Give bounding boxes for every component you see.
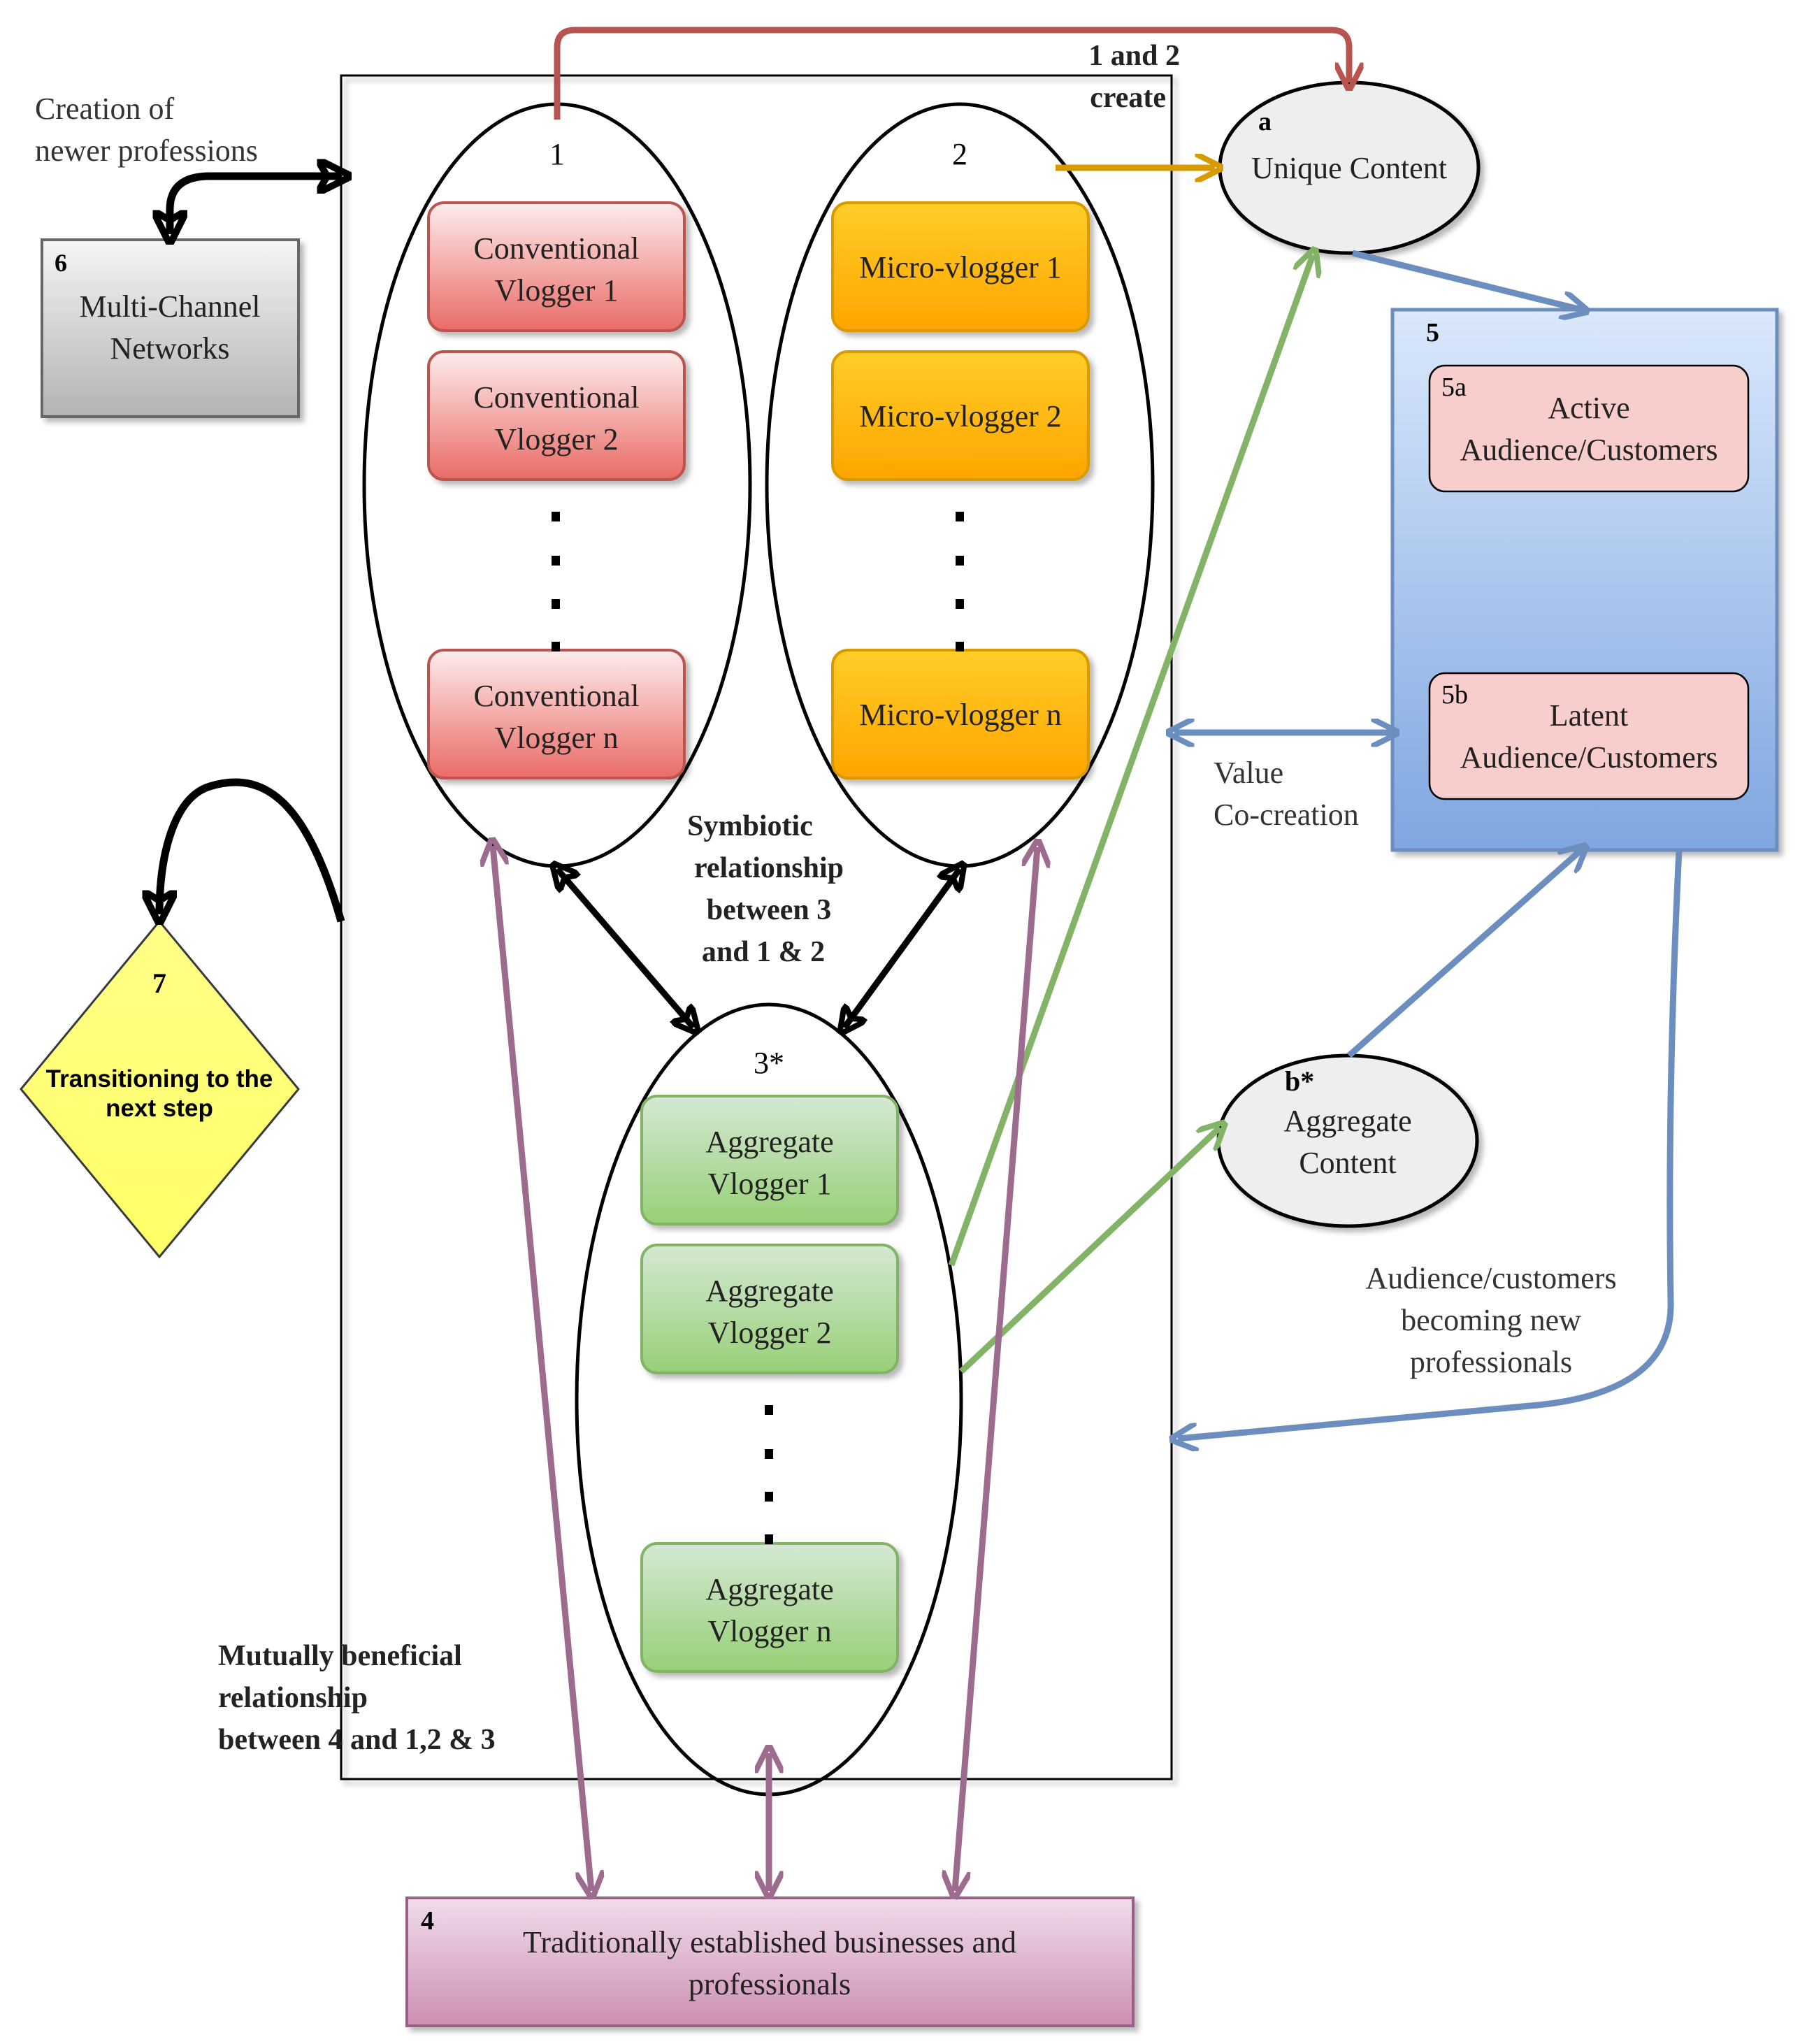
micro-ellipsis-dots bbox=[956, 512, 964, 652]
unique-content-label: Unique Content bbox=[1251, 151, 1447, 185]
transition-line1: Transitioning to the bbox=[46, 1065, 273, 1093]
mcn-box: 6 Multi-Channel Networks bbox=[41, 238, 300, 418]
aggregate-vlogger-2: Aggregate Vlogger 2 bbox=[640, 1244, 899, 1374]
value-label-line1: Value bbox=[1214, 756, 1283, 790]
latent-audience-number: 5b bbox=[1441, 680, 1468, 710]
blue-unique-to-audience-arrow bbox=[1351, 250, 1581, 310]
purple-right-arrow bbox=[955, 847, 1037, 1891]
group2-number: 2 bbox=[952, 137, 967, 171]
micro-vlogger-n-label: Micro-vlogger n bbox=[859, 698, 1062, 732]
mutual-label-line2: relationship bbox=[218, 1682, 368, 1714]
conventional-vlogger-n: Conventional Vlogger n bbox=[427, 649, 686, 779]
aggregate-vlogger-1: Aggregate Vlogger 1 bbox=[640, 1095, 899, 1225]
black-symbiotic-left-arrow bbox=[557, 869, 693, 1028]
latent-audience-box: 5b Latent Audience/Customers bbox=[1428, 672, 1750, 800]
micro-vlogger-n: Micro-vlogger n bbox=[831, 649, 1090, 779]
latent-audience-line1: Latent bbox=[1550, 698, 1628, 733]
transition-number: 7 bbox=[152, 967, 166, 999]
active-audience-number: 5a bbox=[1441, 373, 1467, 402]
micro-vlogger-2-label: Micro-vlogger 2 bbox=[859, 399, 1062, 433]
aggregate-vlogger-n-line2: Vlogger n bbox=[707, 1614, 831, 1648]
conventional-vlogger-1: Conventional Vlogger 1 bbox=[427, 201, 686, 332]
group1-number: 1 bbox=[549, 137, 565, 171]
black-transition-arrow bbox=[159, 778, 345, 921]
create-label-line2: create bbox=[1090, 82, 1166, 114]
aggregate-content-line2: Content bbox=[1299, 1146, 1396, 1180]
symbiotic-label-line1: Symbiotic bbox=[687, 810, 813, 842]
aggregate-vlogger-2-line1: Aggregate bbox=[705, 1274, 833, 1308]
blue-aggregate-to-audience-arrow bbox=[1347, 850, 1581, 1058]
traditional-line2: professionals bbox=[689, 1967, 851, 2001]
symbiotic-label-line4: and 1 & 2 bbox=[702, 936, 825, 968]
aggregate-content-node: b* Aggregate Content bbox=[1216, 1053, 1479, 1228]
unique-content-node: a Unique Content bbox=[1218, 80, 1481, 255]
aggregate-vlogger-n: Aggregate Vlogger n bbox=[640, 1542, 899, 1673]
traditional-line1: Traditionally established businesses and bbox=[523, 1925, 1016, 1959]
active-audience-box: 5a Active Audience/Customers bbox=[1428, 364, 1750, 493]
conventional-ellipsis-dots bbox=[552, 512, 560, 652]
transition-line2: next step bbox=[106, 1095, 213, 1122]
transition-diamond: 7 Transitioning to the next step bbox=[20, 919, 300, 1259]
value-label-line2: Co-creation bbox=[1214, 798, 1359, 832]
creation-label-line2: newer professions bbox=[35, 134, 258, 168]
becoming-label-line3: professionals bbox=[1410, 1345, 1572, 1379]
conventional-vlogger-2-line2: Vlogger 2 bbox=[494, 422, 618, 456]
mcn-line1: Multi-Channel bbox=[79, 289, 260, 324]
aggregate-ellipsis-dots bbox=[765, 1405, 773, 1544]
micro-vlogger-2: Micro-vlogger 2 bbox=[831, 350, 1090, 481]
unique-content-number: a bbox=[1258, 107, 1272, 136]
micro-vlogger-1: Micro-vlogger 1 bbox=[831, 201, 1090, 332]
conventional-vlogger-1-line1: Conventional bbox=[473, 231, 639, 266]
aggregate-vlogger-1-line2: Vlogger 1 bbox=[707, 1167, 831, 1201]
mutual-label-line1: Mutually beneficial bbox=[218, 1640, 462, 1672]
aggregate-vlogger-1-line1: Aggregate bbox=[705, 1125, 833, 1159]
becoming-label-line1: Audience/customers bbox=[1365, 1261, 1616, 1295]
conventional-vlogger-n-line2: Vlogger n bbox=[494, 721, 618, 755]
red-create-arrow bbox=[554, 27, 1349, 120]
traditional-number: 4 bbox=[421, 1906, 434, 1936]
aggregate-content-number: b* bbox=[1285, 1065, 1314, 1097]
purple-left-arrow bbox=[493, 846, 591, 1891]
traditional-box: 4 Traditionally established businesses a… bbox=[405, 1897, 1135, 2027]
black-creation-arrow bbox=[170, 176, 341, 234]
aggregate-vlogger-2-line2: Vlogger 2 bbox=[707, 1316, 831, 1350]
black-symbiotic-right-arrow bbox=[844, 869, 960, 1028]
becoming-label-line2: becoming new bbox=[1401, 1303, 1581, 1337]
aggregate-vlogger-n-line1: Aggregate bbox=[705, 1572, 833, 1606]
blue-new-professionals-arrow bbox=[1178, 849, 1683, 1439]
conventional-vlogger-2: Conventional Vlogger 2 bbox=[427, 350, 686, 481]
active-audience-line2: Audience/Customers bbox=[1460, 433, 1718, 467]
symbiotic-label-line3: between 3 bbox=[707, 894, 831, 926]
aggregate-content-line1: Aggregate bbox=[1283, 1104, 1411, 1138]
create-label-line1: 1 and 2 bbox=[1088, 40, 1180, 72]
mcn-number: 6 bbox=[55, 249, 67, 277]
audience-number: 5 bbox=[1426, 318, 1439, 347]
micro-vlogger-1-label: Micro-vlogger 1 bbox=[859, 250, 1062, 285]
active-audience-line1: Active bbox=[1548, 391, 1629, 425]
creation-label-line1: Creation of bbox=[35, 92, 175, 126]
latent-audience-line2: Audience/Customers bbox=[1460, 740, 1718, 775]
symbiotic-label-line2: relationship bbox=[694, 852, 844, 884]
conventional-vlogger-2-line1: Conventional bbox=[473, 380, 639, 415]
conventional-vlogger-n-line1: Conventional bbox=[473, 679, 639, 713]
mcn-line2: Networks bbox=[110, 331, 229, 366]
group3-number: 3* bbox=[754, 1046, 784, 1080]
conventional-vlogger-1-line2: Vlogger 1 bbox=[494, 273, 618, 308]
mutual-label-line3: between 4 and 1,2 & 3 bbox=[218, 1724, 496, 1756]
